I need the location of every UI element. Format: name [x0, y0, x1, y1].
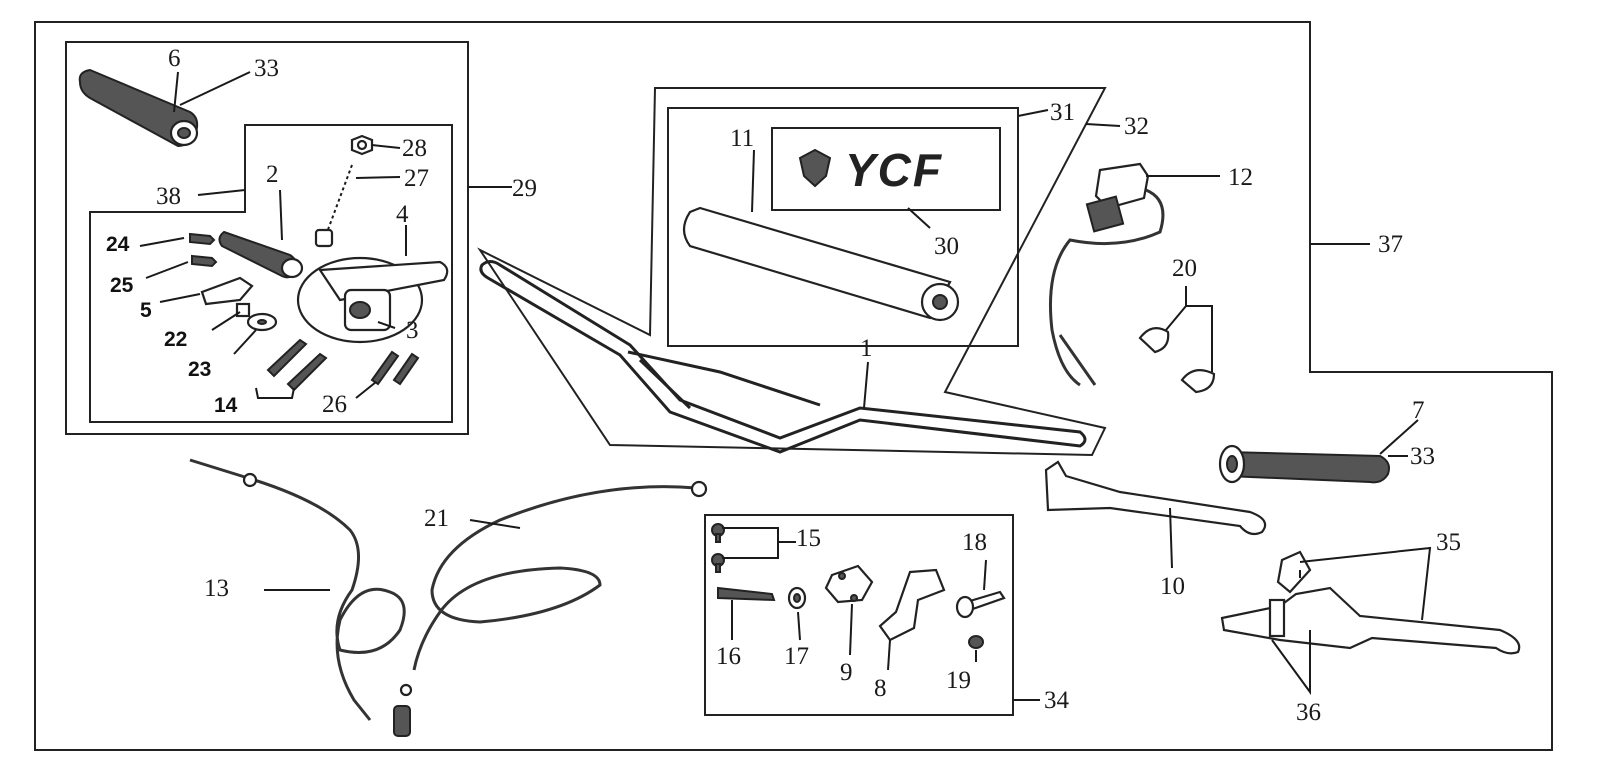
callout-29: 29 [512, 175, 537, 202]
decal-30: YCF [798, 144, 943, 196]
callout-23: 23 [188, 358, 211, 381]
screws-15 [711, 523, 725, 573]
callout-37: 37 [1378, 231, 1403, 258]
left-grip-6 [78, 68, 199, 148]
callout-18: 18 [962, 529, 987, 556]
handlebar-pad-box-31 [477, 87, 1107, 457]
bolts-14 [266, 338, 328, 392]
throttle-assembly-box-29 [65, 41, 469, 435]
bolts-26 [370, 350, 420, 386]
nut-17 [787, 586, 807, 610]
callout-28: 28 [402, 135, 427, 162]
callout-14: 14 [214, 394, 238, 417]
callout-22: 22 [164, 328, 187, 351]
washer-22 [235, 302, 251, 318]
brake-master-cylinder-35 [1220, 550, 1521, 655]
nut-28 [350, 134, 374, 156]
callout-38: 38 [156, 183, 181, 210]
callout-36: 36 [1296, 699, 1321, 726]
pad-inner-box [667, 107, 1019, 347]
bolt-18 [955, 590, 1006, 619]
washer-23 [246, 312, 278, 332]
callout-30: 30 [934, 233, 959, 260]
right-grip-7 [1218, 444, 1390, 484]
callout-21: 21 [424, 505, 449, 532]
callout-labels: 1 2 3 4 5 6 7 8 9 10 11 12 13 14 15 16 1… [106, 45, 1461, 726]
callout-13: 13 [204, 575, 229, 602]
washer-19 [968, 635, 984, 649]
callout-27: 27 [404, 165, 429, 192]
bracket-kit-box-34 [704, 514, 1014, 716]
clutch-lever-10 [1044, 460, 1267, 536]
callout-31: 31 [1050, 99, 1075, 126]
throttle-cable-13 [189, 458, 406, 721]
callout-5: 5 [140, 299, 152, 322]
callout-33-right: 33 [1410, 443, 1435, 470]
bolt-16 [717, 586, 776, 602]
bracket-8 [878, 568, 946, 642]
kill-switch-12 [1048, 162, 1165, 387]
pin-24 [189, 232, 216, 246]
callout-19: 19 [946, 667, 971, 694]
callout-3: 3 [406, 317, 419, 344]
throttle-tube-2 [218, 230, 304, 279]
clips-20 [1138, 327, 1216, 394]
callout-20: 20 [1172, 255, 1197, 282]
callout-35: 35 [1436, 529, 1461, 556]
callout-15: 15 [796, 525, 821, 552]
handlebar-pad-11 [682, 206, 960, 322]
pin-25 [191, 254, 218, 268]
callout-6: 6 [168, 45, 181, 72]
callout-12: 12 [1228, 164, 1253, 191]
callout-17: 17 [784, 643, 809, 670]
leader-lines [139, 71, 1432, 701]
decal-box-30 [771, 127, 1001, 211]
callout-2: 2 [266, 161, 279, 188]
clamp-9 [824, 564, 874, 604]
callout-1: 1 [860, 335, 873, 362]
callout-34: 34 [1044, 687, 1070, 714]
callout-7: 7 [1412, 397, 1425, 424]
callout-11: 11 [730, 125, 754, 152]
callout-25: 25 [110, 274, 134, 297]
plate-5 [200, 276, 254, 306]
callout-26: 26 [322, 391, 347, 418]
logo-text: YCF [845, 144, 943, 196]
clutch-cable-21 [393, 480, 708, 737]
spring-27 [314, 164, 353, 248]
callout-16: 16 [716, 643, 741, 670]
callout-9: 9 [840, 659, 853, 686]
handlebar-1 [479, 260, 1087, 454]
assembly-frame-37 [34, 21, 1553, 751]
throttle-housing-4 [296, 256, 449, 344]
callout-32: 32 [1124, 113, 1149, 140]
callout-8: 8 [874, 675, 887, 702]
callout-33-left: 33 [254, 55, 279, 82]
callout-24: 24 [106, 233, 130, 256]
callout-4: 4 [396, 201, 409, 228]
callout-10: 10 [1160, 573, 1185, 600]
throttle-housing-box-38 [89, 124, 453, 423]
